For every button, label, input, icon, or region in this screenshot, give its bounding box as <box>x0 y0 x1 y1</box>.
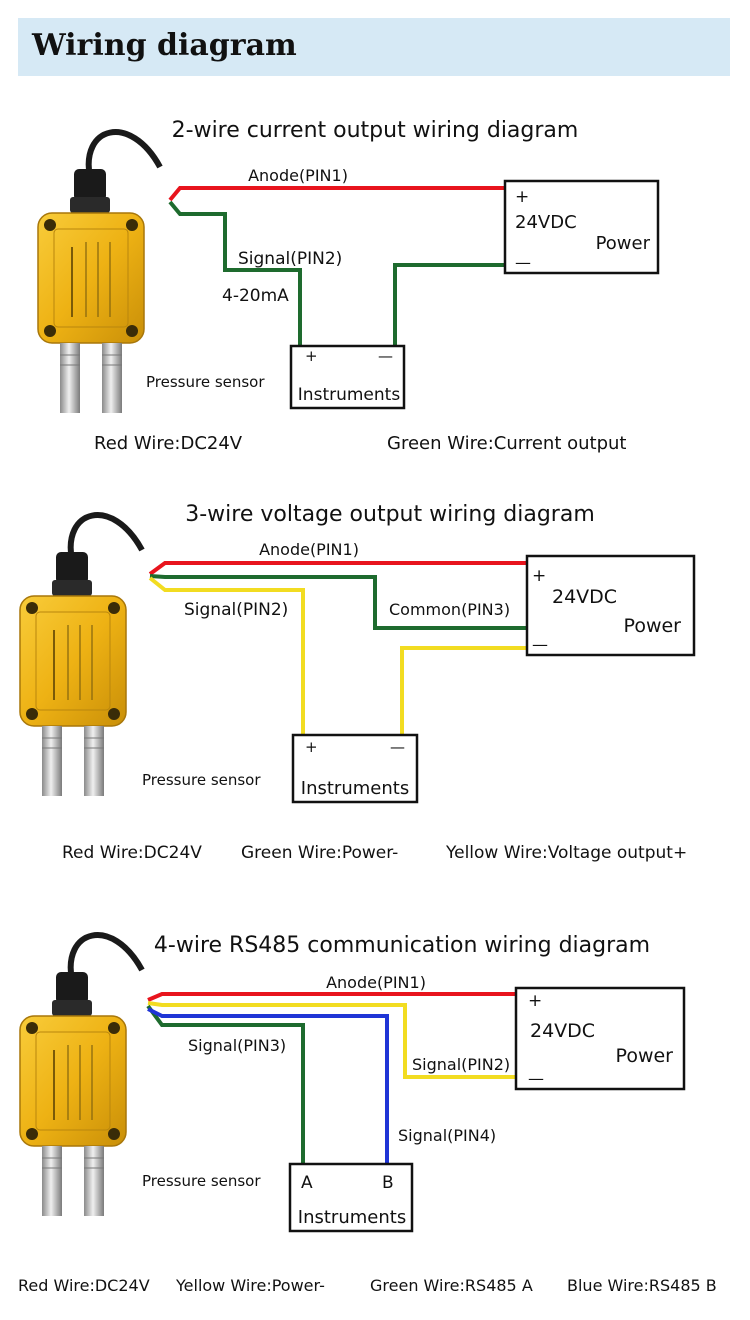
diagram-2-sensor-image <box>20 515 142 796</box>
diagram-3-blue-wire <box>147 1007 389 1164</box>
diagram-3-power-voltage: 24VDC <box>530 1020 595 1042</box>
diagram-1-power-minus: — <box>515 253 531 272</box>
diagram-3-title: 4-wire RS485 communication wiring diagra… <box>154 933 650 958</box>
diagram-2-legend-green: Green Wire:Power- <box>241 843 398 863</box>
diagram-3-power-label: Power <box>616 1045 674 1067</box>
diagram-1-power-voltage: 24VDC <box>515 212 577 233</box>
diagram-1-sensor-image <box>38 132 160 413</box>
diagram-3-red-wire <box>147 992 516 1002</box>
diagram-3-instruments-box <box>288 1162 414 1233</box>
diagram-1-power-box <box>503 179 660 275</box>
diagram-1-instruments-plus: + <box>305 347 318 365</box>
page-title: Wiring diagram <box>32 28 297 63</box>
diagram-1-return-wire <box>393 263 505 346</box>
diagram-2-common-label: Common(PIN3) <box>389 600 510 619</box>
diagram-2-power-voltage: 24VDC <box>552 586 617 608</box>
diagram-3-instruments-a: A <box>301 1173 313 1193</box>
diagram-2-instruments-label: Instruments <box>301 778 409 799</box>
diagram-3-signal2-label: Signal(PIN2) <box>412 1055 510 1074</box>
diagram-2-red-wire <box>148 561 527 576</box>
diagram-1-anode-label: Anode(PIN1) <box>248 166 348 185</box>
diagram-1-instruments-label: Instruments <box>298 385 401 405</box>
diagram-3-yellow-wire <box>147 1001 516 1079</box>
diagram-1-power-label: Power <box>596 233 651 254</box>
diagram-2-power-minus: — <box>532 635 548 654</box>
diagram-2-green-wire <box>149 574 527 630</box>
diagram-3-legend-green: Green Wire:RS485 A <box>370 1276 533 1295</box>
diagram-3-instruments-label: Instruments <box>298 1207 406 1228</box>
diagram-1-power-plus: + <box>515 187 529 207</box>
diagram-3-legend-blue: Blue Wire:RS485 B <box>567 1276 717 1295</box>
diagram-3-legend-yellow: Yellow Wire:Power- <box>175 1276 325 1295</box>
diagram-2-power-plus: + <box>532 566 546 586</box>
diagram-3-legend-red: Red Wire:DC24V <box>18 1276 150 1295</box>
diagram-2-legend-yellow: Yellow Wire:Voltage output+ <box>445 843 687 863</box>
diagram-1-instruments-box <box>289 344 406 410</box>
diagram-2-yellow-return-wire <box>400 646 527 735</box>
diagram-1-legend-red: Red Wire:DC24V <box>94 433 243 454</box>
diagram-1-signal-wire <box>168 200 302 346</box>
diagram-2-power-label: Power <box>624 615 682 637</box>
diagram-3-anode-label: Anode(PIN1) <box>326 973 426 992</box>
diagram-2-title: 3-wire voltage output wiring diagram <box>185 502 595 527</box>
diagram-3-green-wire <box>146 1004 305 1164</box>
diagram-2-instruments-box <box>291 733 419 804</box>
diagram-3-power-minus: — <box>528 1069 544 1088</box>
diagram-1-signal-label: Signal(PIN2) <box>238 249 342 269</box>
diagram-3-power-box <box>514 986 686 1091</box>
diagram-1-title: 2-wire current output wiring diagram <box>172 118 579 143</box>
diagram-3-signal3-label: Signal(PIN3) <box>188 1036 286 1055</box>
diagram-1-legend-green: Green Wire:Current output <box>387 433 626 454</box>
diagram-1-red-wire <box>168 186 505 202</box>
diagram-3-sensor-image <box>20 935 142 1216</box>
diagram-1-current-label: 4-20mA <box>222 286 289 306</box>
diagram-2-power-box <box>525 554 696 657</box>
diagram-1-sensor-label: Pressure sensor <box>146 373 265 391</box>
diagram-1-instruments-minus: — <box>378 347 393 365</box>
diagram-3-power-plus: + <box>528 991 542 1011</box>
header-banner: Wiring diagram <box>18 18 730 76</box>
diagram-2-instruments-plus: + <box>305 738 318 756</box>
diagram-2-instruments-minus: — <box>390 738 405 756</box>
diagram-2-yellow-wire <box>148 576 305 735</box>
diagram-2-signal-label: Signal(PIN2) <box>184 600 288 620</box>
diagram-2-anode-label: Anode(PIN1) <box>259 540 359 559</box>
diagram-2-legend-red: Red Wire:DC24V <box>62 843 202 863</box>
diagram-3-sensor-label: Pressure sensor <box>142 1172 261 1190</box>
diagram-3-instruments-b: B <box>382 1173 394 1193</box>
diagram-2-sensor-label: Pressure sensor <box>142 771 261 789</box>
diagram-3-signal4-label: Signal(PIN4) <box>398 1126 496 1145</box>
